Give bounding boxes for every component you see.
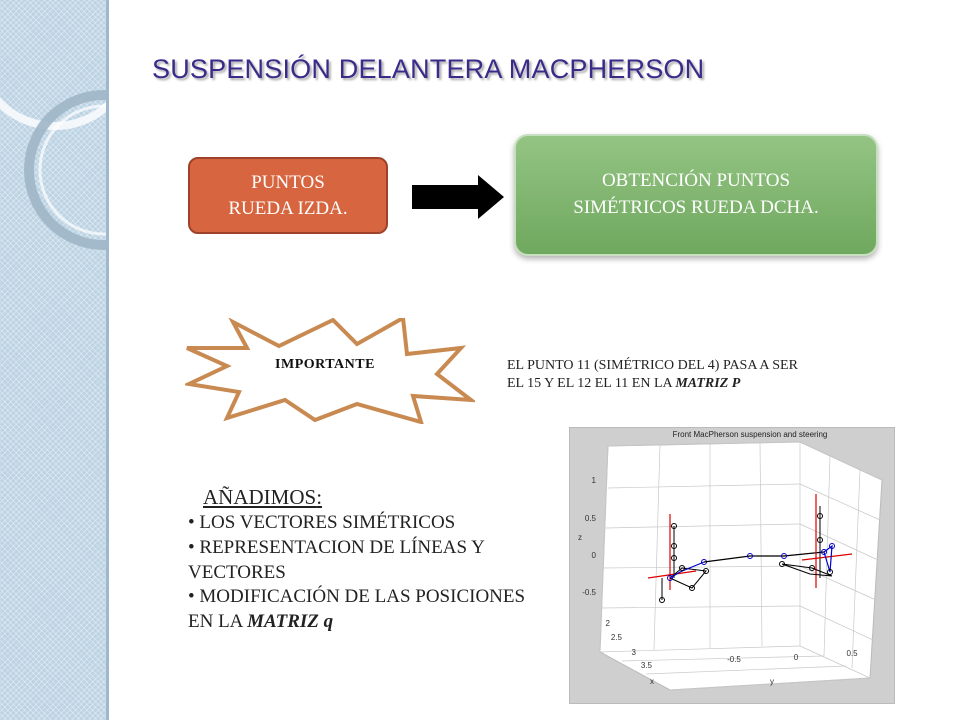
x-tick-3: 3 (632, 648, 637, 657)
y-tick-3: 0.5 (846, 649, 858, 658)
y-axis-label: y (770, 677, 774, 686)
steering-rack-line (703, 551, 825, 563)
additions-list: AÑADIMOS: • LOS VECTORES SIMÉTRICOS • RE… (188, 484, 548, 635)
note-line1: EL PUNTO 11 (SIMÉTRICO DEL 4) PASA A SER (507, 358, 798, 373)
important-label: IMPORTANTE (275, 357, 375, 372)
note-matrix-p: MATRIZ P (675, 376, 741, 392)
y-tick-2: 0 (794, 653, 799, 662)
left-suspension-model (647, 514, 709, 603)
list-heading-colon: : (316, 485, 323, 509)
slide-title: SUSPENSIÓN DELANTERA MACPHERSON (152, 54, 705, 84)
x-tick-2: 2.5 (611, 633, 623, 642)
plot-grid (599, 441, 883, 691)
decorative-circles (0, 90, 106, 250)
plot-axes-area (599, 441, 883, 691)
plot-title: Front MacPherson suspension and steering (673, 430, 828, 439)
decorative-sidebar (0, 0, 109, 720)
list-heading: AÑADIMOS: (203, 484, 548, 511)
list-item-text: • MODIFICACIÓN DE LAS POSICIONES EN LA (188, 586, 526, 633)
right-box-line2: SIMÉTRICOS RUEDA DCHA. (573, 197, 819, 218)
list-item: • LOS VECTORES SIMÉTRICOS (188, 512, 456, 534)
z-tick-4: -0.5 (582, 588, 596, 597)
z-tick-2: 0.5 (585, 514, 597, 523)
list-heading-text: AÑADIMOS (203, 485, 317, 509)
left-box-line2: RUEDA IZDA. (228, 197, 348, 219)
y-tick-1: -0.5 (727, 655, 741, 664)
matrix-q-label: MATRIZ q (247, 611, 334, 633)
z-tick-3: 0 (592, 551, 597, 560)
note-text: EL PUNTO 11 (SIMÉTRICO DEL 4) PASA A SER… (507, 357, 907, 394)
right-suspension-model (747, 494, 853, 588)
left-wheel-points-box: PUNTOS RUEDA IZDA. (188, 157, 388, 234)
right-box-line1: OBTENCIÓN PUNTOS (601, 170, 791, 192)
x-axis-label: x (650, 677, 654, 686)
suspension-3d-plot: Front MacPherson suspension and steering… (569, 427, 895, 704)
left-box-line1: PUNTOS (251, 171, 325, 193)
right-arrow-icon (412, 175, 504, 219)
symmetric-points-box: OBTENCIÓN PUNTOS SIMÉTRICOS RUEDA DCHA. (514, 134, 878, 256)
starburst-icon (185, 318, 475, 424)
x-tick-1: 2 (606, 619, 611, 628)
note-line2: EL 15 Y EL 12 EL 11 EN LA (507, 376, 676, 392)
list-item: • REPRESENTACION DE LÍNEAS Y VECTORES (188, 536, 485, 583)
x-tick-4: 3.5 (641, 661, 653, 670)
list-item: • MODIFICACIÓN DE LAS POSICIONES EN LA M… (188, 585, 548, 634)
z-axis-label: z (578, 533, 582, 542)
z-tick-1: 1 (592, 476, 597, 485)
